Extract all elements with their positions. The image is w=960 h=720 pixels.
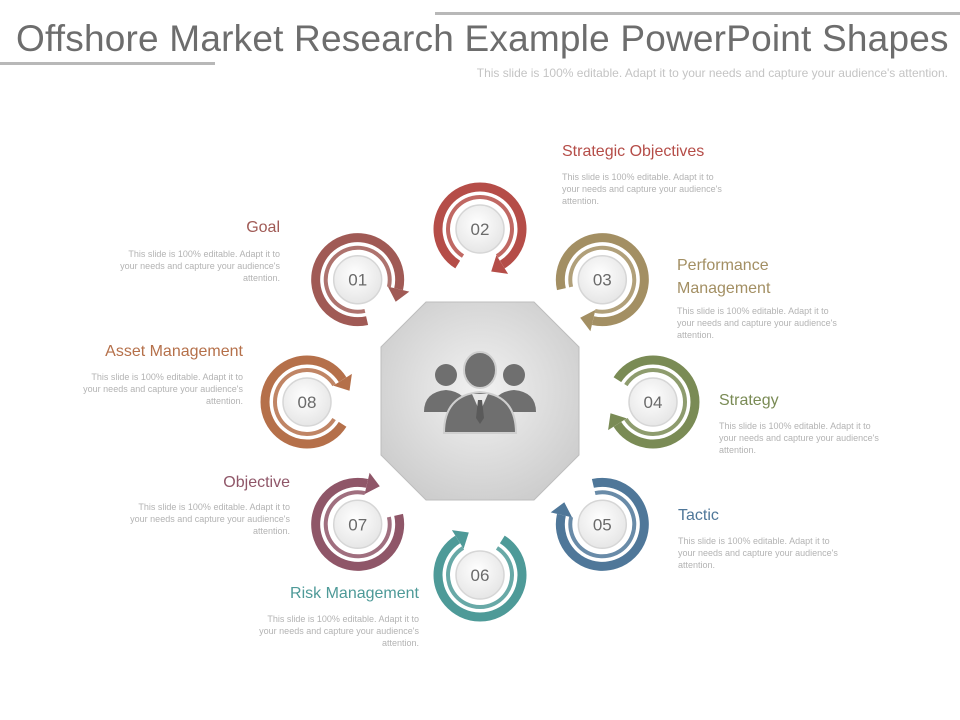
step-description-02: This slide is 100% editable. Adapt it to… (562, 172, 722, 206)
step-ring-03 (555, 233, 649, 332)
step-description-01: This slide is 100% editable. Adapt it to… (120, 249, 280, 283)
step-disc-02: 02 (455, 204, 505, 254)
step-disc-01: 01 (332, 254, 383, 305)
step-number-04: 04 (644, 393, 663, 412)
step-disc-03: 03 (577, 254, 628, 305)
step-label-08: Asset Management (105, 343, 243, 360)
step-ring-07 (311, 472, 405, 571)
step-ring-04 (608, 355, 700, 449)
step-number-05: 05 (593, 515, 612, 534)
bottom-decor-line (0, 62, 215, 65)
step-disc-07: 07 (332, 499, 383, 550)
step-description-05: This slide is 100% editable. Adapt it to… (678, 536, 838, 570)
step-ring-08 (260, 355, 352, 449)
step-description-03: This slide is 100% editable. Adapt it to… (677, 306, 837, 340)
step-label-07: Objective (223, 474, 290, 491)
step-label-02: Strategic Objectives (562, 143, 705, 160)
step-label-06: Risk Management (290, 585, 419, 602)
step-disc-04: 04 (628, 377, 678, 427)
step-number-08: 08 (298, 393, 317, 412)
step-number-07: 07 (348, 515, 367, 534)
step-number-01: 01 (348, 271, 367, 290)
step-label-04: Strategy (719, 392, 779, 409)
step-disc-06: 06 (455, 550, 505, 600)
page-title: Offshore Market Research Example PowerPo… (16, 18, 949, 59)
step-ring-01 (311, 233, 410, 327)
step-label-03: Performance Management (677, 257, 771, 297)
step-number-06: 06 (471, 566, 490, 585)
step-label-01: Goal (246, 219, 280, 236)
step-description-04: This slide is 100% editable. Adapt it to… (719, 421, 879, 455)
business-team-icon (424, 351, 536, 434)
step-label-05: Tactic (678, 507, 719, 524)
step-disc-05: 05 (577, 499, 628, 550)
step-ring-02 (433, 182, 527, 274)
step-number-02: 02 (471, 220, 490, 239)
step-number-03: 03 (593, 271, 612, 290)
step-description-07: This slide is 100% editable. Adapt it to… (130, 502, 290, 536)
step-description-06: This slide is 100% editable. Adapt it to… (259, 614, 419, 648)
step-description-08: This slide is 100% editable. Adapt it to… (83, 372, 243, 406)
top-decor-line (435, 12, 960, 15)
step-disc-08: 08 (282, 377, 332, 427)
step-ring-05 (550, 477, 649, 571)
step-ring-06 (433, 530, 527, 622)
page-subtitle: This slide is 100% editable. Adapt it to… (476, 66, 948, 80)
